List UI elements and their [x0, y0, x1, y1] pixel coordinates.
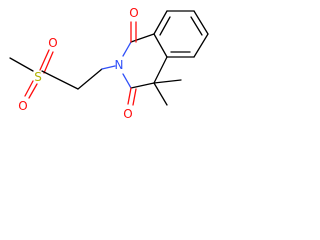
bond-ethyl-chain [77, 68, 103, 90]
bond-bottom-carbonyl-oxygen-double [132, 88, 137, 106]
bond-nitrogen-to-bottom-carbonyl-carbon [122, 73, 132, 89]
bond-ethyl-to-nitrogen [101, 65, 116, 70]
bond-sulfur-to-upper-oxygen [39, 49, 50, 71]
bond-aryl-top-left [153, 10, 168, 35]
bond-quaternary-carbon-methyl-down [153, 82, 168, 106]
bond-quaternary-carbon-to-aryl [153, 56, 168, 84]
bond-top-carbonyl-carbon-to-aryl [130, 33, 155, 43]
bond-sulfur-to-upper-oxygen-double [43, 51, 54, 74]
atom-n-ring: N [115, 58, 124, 72]
atom-label-layer: O O N S O O [18, 6, 138, 121]
atom-o-top: O [129, 6, 138, 20]
bond-methyl-to-sulfur [9, 57, 34, 72]
bond-aryl-top-left-double [159, 16, 171, 36]
atom-o-sulfonyl-lower: O [18, 99, 27, 113]
bond-sulfur-to-lower-oxygen-double [28, 83, 38, 99]
bond-bottom-carbonyl-oxygen [127, 87, 132, 105]
bond-aryl-top-right-double [190, 16, 203, 36]
bond-aryl-fusion [153, 33, 168, 58]
bond-nitrogen-to-top-carbonyl-carbon [122, 41, 132, 57]
bond-quaternary-carbon-methyl-right [153, 79, 182, 84]
molecule-structure: O O N S O O [9, 6, 209, 121]
bond-sulfur-to-ethyl [41, 70, 79, 90]
bond-layer [9, 10, 209, 106]
atom-o-sulfonyl-upper: O [48, 36, 57, 50]
bond-aryl-top-right [193, 10, 209, 35]
bond-aryl-bottom-right [193, 33, 209, 58]
atom-s-sulfonyl: S [34, 70, 42, 84]
bond-sulfur-to-lower-oxygen [24, 80, 34, 97]
atom-o-bottom: O [123, 107, 132, 121]
bond-bottom-carbonyl-carbon-to-quaternary-carbon [130, 82, 155, 89]
